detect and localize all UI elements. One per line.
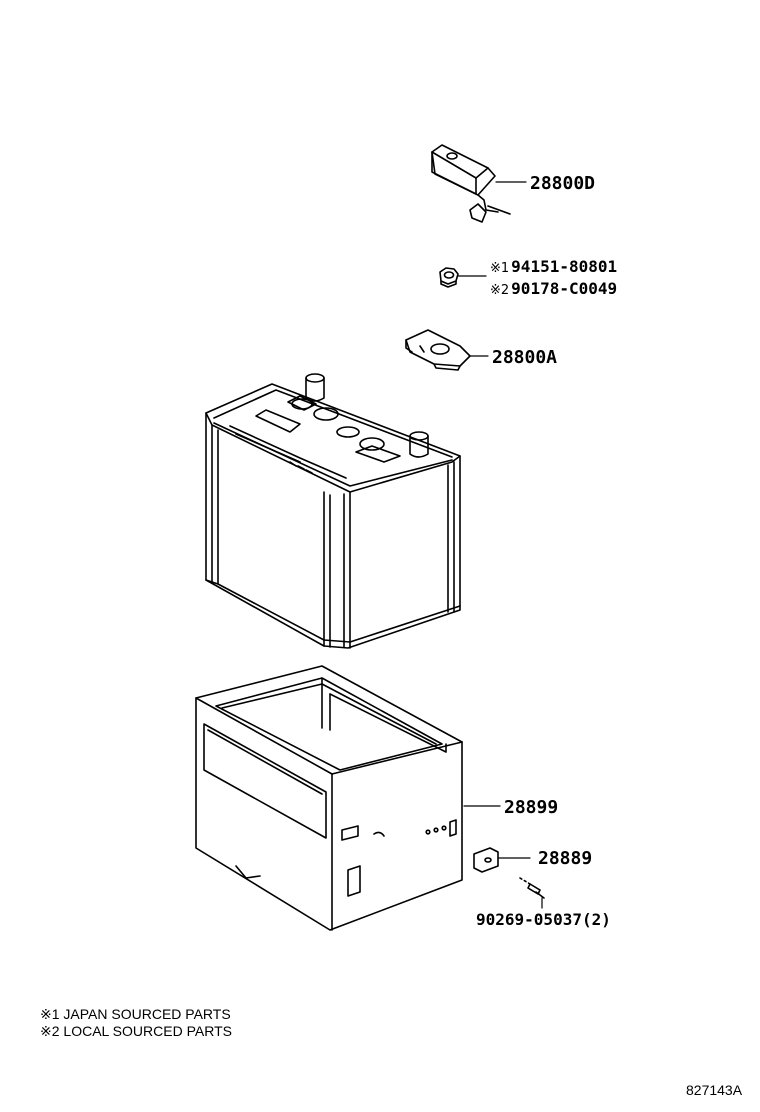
- leader-lines: [457, 181, 543, 909]
- part-number-28899: 28899: [504, 797, 559, 818]
- nut-drawing: [439, 267, 459, 288]
- legend-japan-sourced: ※1 JAPAN SOURCED PARTS: [40, 1006, 231, 1022]
- part-number-28800D: 28800D: [530, 173, 596, 194]
- clamp-drawing: [405, 329, 471, 371]
- nut-local-number: 90178-C0049: [511, 279, 618, 298]
- part-number-28800A: 28800A: [492, 347, 558, 368]
- japan-mark: ※1: [490, 261, 510, 276]
- illustration-code: 827143A: [686, 1082, 743, 1098]
- part-number-28889: 28889: [538, 848, 593, 869]
- terminal-cover-drawing: [431, 144, 511, 223]
- nut-japan-number: 94151-80801: [511, 257, 618, 276]
- bracket-drawing: [473, 847, 499, 873]
- part-number-screw: 90269-05037(2): [476, 910, 611, 929]
- legend-local-sourced: ※2 LOCAL SOURCED PARTS: [40, 1023, 232, 1039]
- tray-drawing: [195, 665, 463, 931]
- screw-drawing: [519, 877, 545, 899]
- local-mark: ※2: [490, 283, 510, 298]
- battery-drawing: [205, 373, 461, 649]
